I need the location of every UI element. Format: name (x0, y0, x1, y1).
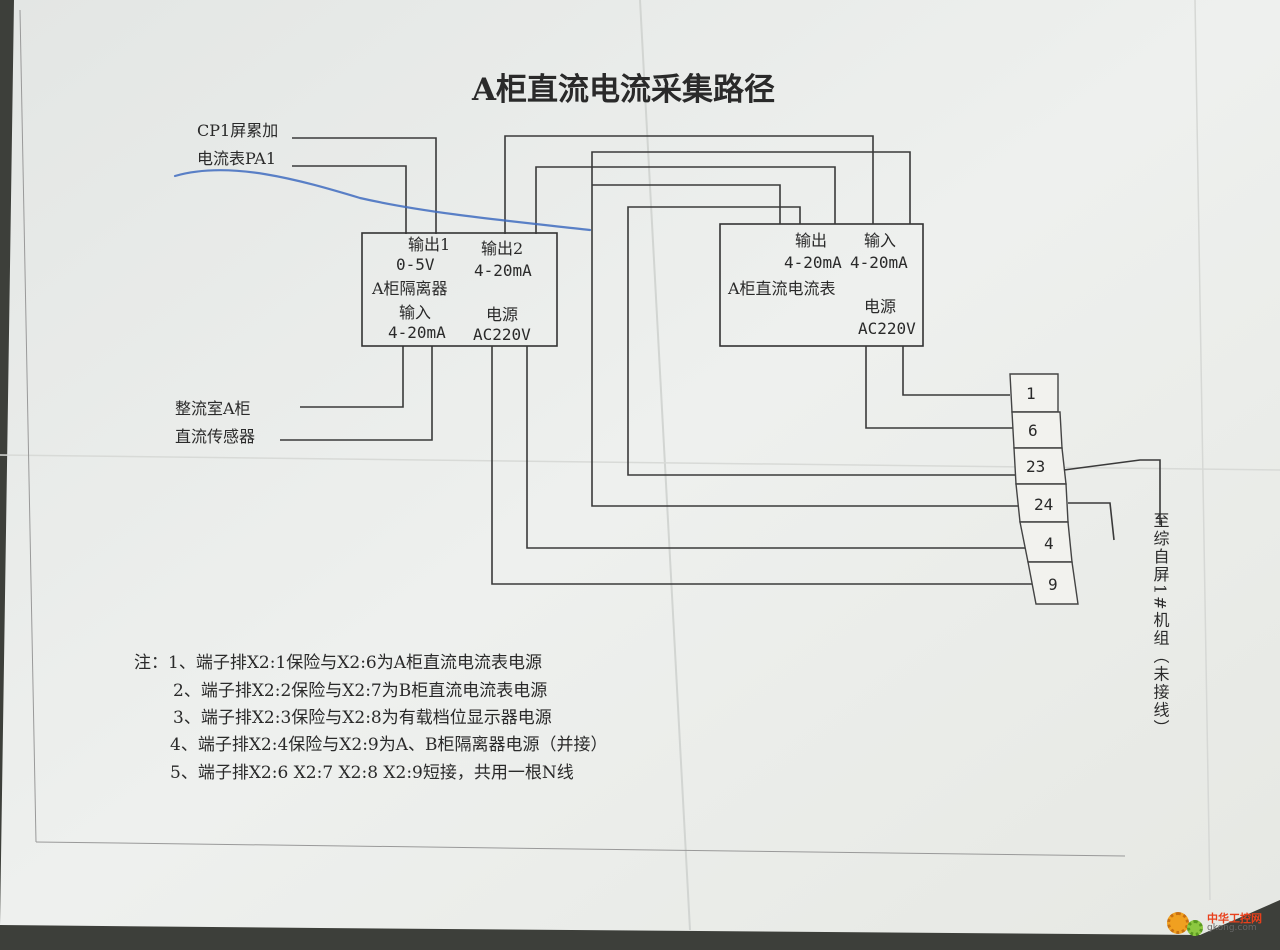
isolator-in-range: 4-20mA (388, 323, 446, 342)
page-title: A柜直流电流采集路径 (471, 72, 775, 108)
wire-to-zongzi-b (1068, 502, 1115, 541)
sensor-label-line1: 整流室A柜 (175, 399, 251, 418)
terminal-1: 1 (1026, 384, 1036, 403)
isolator-in-label: 输入 (399, 303, 431, 322)
meter-out-range: 4-20mA (784, 253, 842, 272)
wire-meter-power-a (902, 346, 1010, 396)
gear-small-icon (1187, 920, 1203, 936)
sensor-label-line2: 直流传感器 (175, 427, 255, 446)
isolator-power-spec: AC220V (473, 325, 531, 344)
meter-in-label: 输入 (864, 231, 896, 250)
meter-power-label: 电源 (864, 297, 896, 316)
meter-power-spec: AC220V (858, 319, 916, 338)
isolator-out2-range: 4-20mA (474, 261, 532, 280)
fold-crease (1194, 0, 1211, 901)
watermark: 中华工控网 gkong.com (1167, 910, 1262, 936)
wire-out2-to-meter-in-return (535, 166, 836, 234)
wire-sensor-b (280, 346, 433, 441)
terminal-strip (1009, 373, 1079, 605)
frame-line (35, 841, 1126, 857)
cp1-label-line1: CP1屏累加 (197, 121, 278, 140)
terminal-9: 9 (1048, 575, 1058, 594)
wire-isolator-power-a (526, 346, 1026, 549)
terminal-6: 6 (1028, 421, 1038, 440)
wire-sensor-a (300, 346, 404, 408)
side-label: 至综自屏1#机组（未接线） (1151, 512, 1170, 738)
terminal-24: 24 (1034, 495, 1053, 514)
terminal-23: 23 (1026, 457, 1045, 476)
wire-cp1-a (292, 137, 437, 234)
note-2: 2、端子排X2:2保险与X2:7为B柜直流电流表电源 (173, 681, 547, 701)
isolator-box (361, 232, 558, 347)
fold-crease (0, 454, 1280, 471)
wire-to-zongzi-a (1063, 459, 1161, 525)
note-4: 4、端子排X2:4保险与X2:9为A、B柜隔离器电源（并接） (170, 735, 608, 755)
isolator-power-label: 电源 (486, 305, 518, 324)
note-3: 3、端子排X2:3保险与X2:8为有载档位显示器电源 (173, 708, 552, 728)
wire-meter-power-b (865, 346, 1013, 429)
cp1-label-line2: 电流表PA1 (197, 149, 276, 168)
terminal-4: 4 (1044, 534, 1054, 553)
note-5: 5、端子排X2:6 X2:7 X2:8 X2:9短接，共用一根N线 (170, 763, 574, 783)
meter-in-range: 4-20mA (850, 253, 908, 272)
pen-stroke (173, 169, 592, 232)
wire-meter-out-b (591, 151, 1020, 507)
wire-meter-out-a (627, 206, 1016, 476)
wire-out2-to-meter-in (504, 135, 874, 234)
meter-out-label: 输出 (795, 231, 827, 250)
gear-icon (1167, 912, 1189, 934)
wire-meter-out-c (592, 184, 781, 224)
note-1: 注：1、端子排X2:1保险与X2:6为A柜直流电流表电源 (134, 653, 542, 673)
wire-cp1-b (292, 165, 407, 234)
isolator-out1-range: 0-5V (396, 255, 435, 274)
meter-box (719, 223, 924, 347)
watermark-cn: 中华工控网 (1207, 912, 1262, 925)
isolator-out2-label: 输出2 (481, 239, 523, 258)
watermark-en: gkong.com (1207, 923, 1257, 933)
isolator-name: A柜隔离器 (371, 279, 448, 298)
isolator-out1-label: 输出1 (408, 235, 450, 254)
wire-isolator-power-b (491, 346, 1034, 585)
meter-name: A柜直流电流表 (727, 279, 836, 298)
fold-crease (639, 0, 691, 931)
frame-line (19, 9, 37, 843)
